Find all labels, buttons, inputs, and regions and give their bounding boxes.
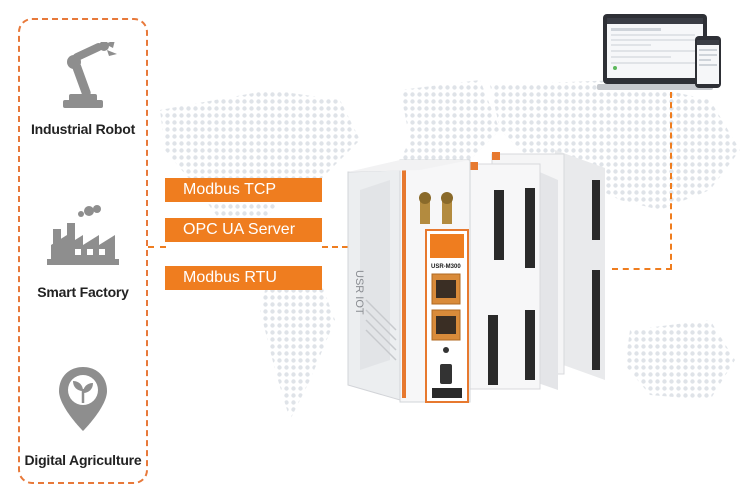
expansion-module-front [469,162,558,390]
application-item: Digital Agriculture [20,365,146,468]
usr-m300-device: USR IOT USR-M300 [330,150,620,425]
applications-panel: Industrial Robot Smart Factory [18,18,148,484]
protocol-modbus-rtu: Modbus RTU [165,266,322,290]
protocol-opc-ua-server: OPC UA Server [165,218,322,242]
factory-icon [47,205,119,265]
plant-pin-icon [59,367,107,431]
robot-arm-icon [63,40,117,108]
application-label: Smart Factory [37,284,129,300]
cloud-connector-line [612,268,672,270]
application-item: Industrial Robot [20,40,146,137]
application-item: Smart Factory [20,205,146,300]
connector-line [322,246,348,248]
protocol-modbus-tcp: Modbus TCP [165,178,322,202]
cloud-connector-line [670,92,672,270]
application-label: Industrial Robot [30,121,136,137]
monitoring-laptop [597,12,725,99]
connector-line [148,246,166,248]
application-label: Digital Agriculture [24,452,142,468]
main-unit: USR IOT USR-M300 [347,159,471,403]
device-brand-text: USR IOT [353,270,365,315]
laptop-icon [597,14,721,90]
device-model-label: USR-M300 [431,264,461,270]
